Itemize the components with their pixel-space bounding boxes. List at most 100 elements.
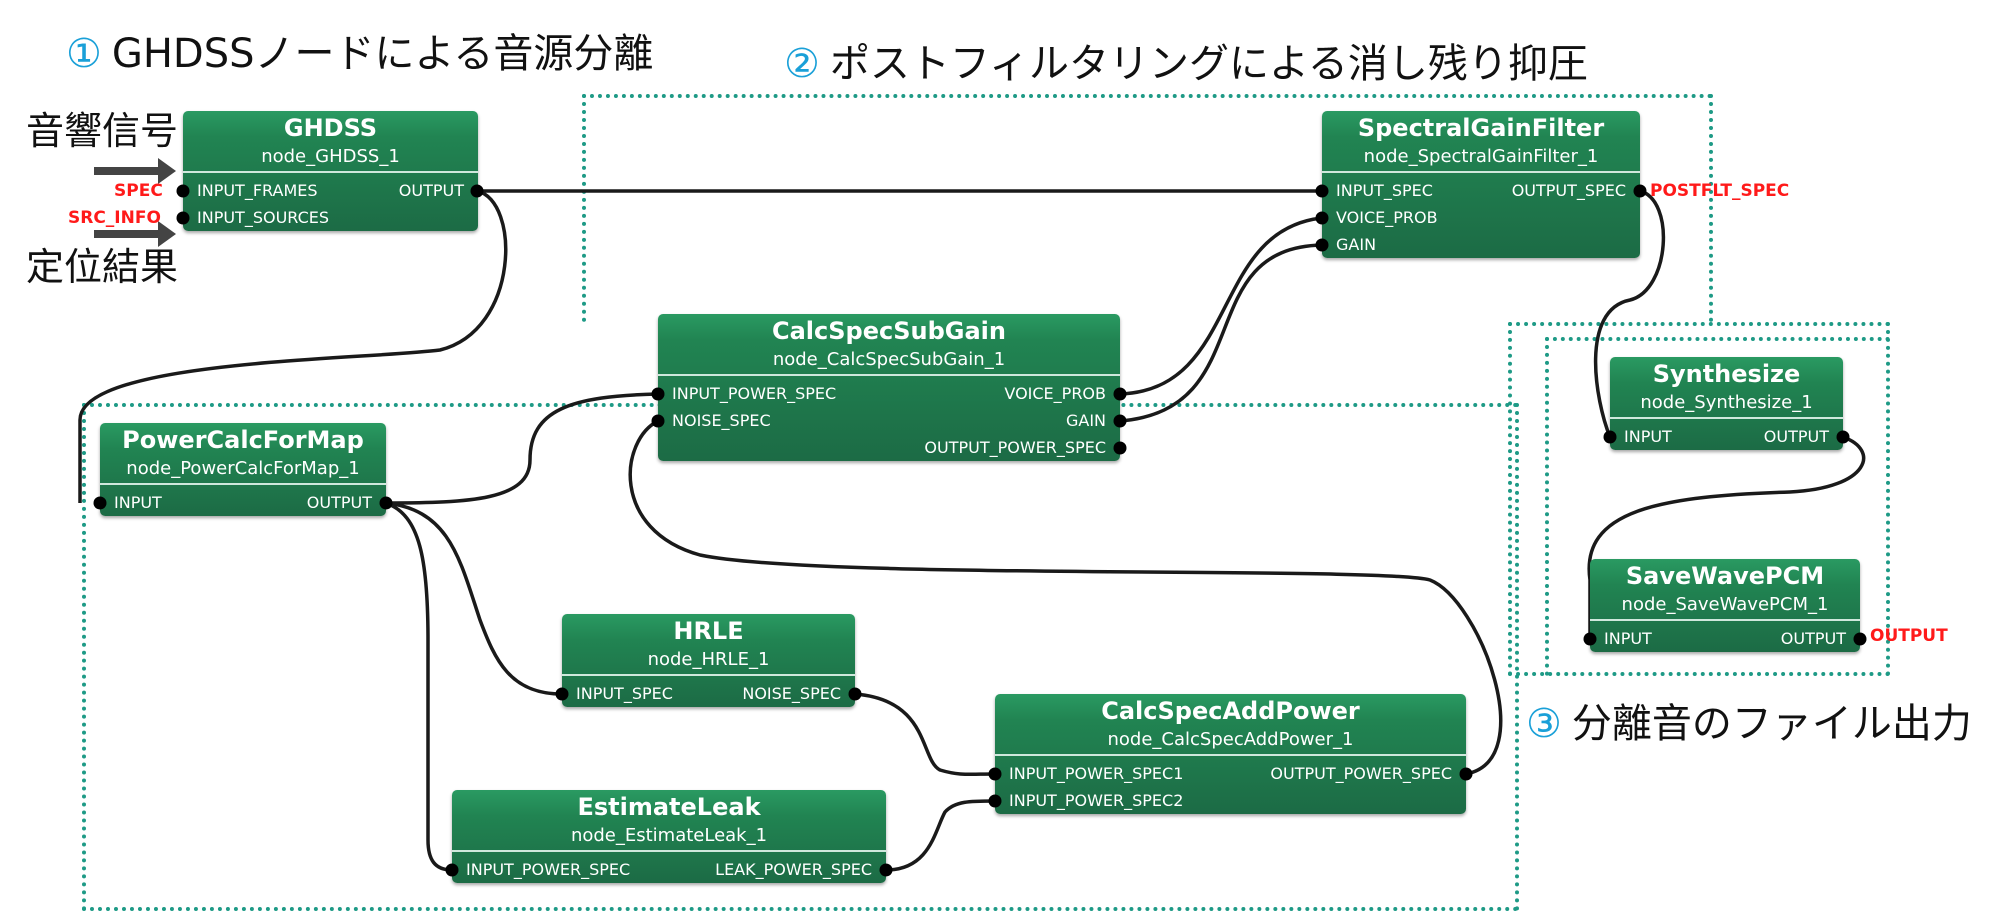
caption-number: ② bbox=[784, 41, 820, 87]
arrow-right-icon bbox=[94, 158, 176, 184]
node-calc-spec-sub-gain[interactable]: CalcSpecSubGain node_CalcSpecSubGain_1 I… bbox=[658, 314, 1120, 461]
port-gain[interactable]: GAIN bbox=[1336, 235, 1377, 254]
port-input-power-spec1[interactable]: INPUT_POWER_SPEC1 bbox=[1009, 764, 1184, 783]
port-input-sources[interactable]: INPUT_SOURCES bbox=[197, 208, 330, 227]
port-dot bbox=[1583, 632, 1597, 646]
wire-sgf-to-syn bbox=[1593, 189, 1666, 438]
port-dot bbox=[1113, 387, 1127, 401]
caption-text: ポストフィルタリングによる消し残り抑圧 bbox=[829, 41, 1588, 87]
port-input-power-spec[interactable]: INPUT_POWER_SPEC bbox=[466, 860, 631, 879]
wire-pcfm-to-el bbox=[385, 501, 453, 872]
group-file-output bbox=[1508, 322, 1890, 676]
port-input-power-spec[interactable]: INPUT_POWER_SPEC bbox=[672, 384, 837, 403]
group-postfilter bbox=[582, 94, 1713, 322]
node-title: GHDSS bbox=[283, 114, 378, 142]
port-dot bbox=[1836, 430, 1850, 444]
port-output[interactable]: OUTPUT bbox=[1780, 629, 1846, 648]
port-dot bbox=[879, 863, 893, 877]
port-input-frames[interactable]: INPUT_FRAMES bbox=[197, 181, 318, 200]
node-synthesize[interactable]: Synthesize node_Synthesize_1 INPUT OUTPU… bbox=[1610, 357, 1843, 450]
arrow-right-icon bbox=[94, 221, 176, 247]
port-dot bbox=[445, 863, 459, 877]
port-dot bbox=[555, 687, 569, 701]
port-dot bbox=[651, 414, 665, 428]
port-output[interactable]: OUTPUT bbox=[398, 181, 464, 200]
port-output-power-spec[interactable]: OUTPUT_POWER_SPEC bbox=[1270, 764, 1452, 783]
caption-text: GHDSSノードによる音源分離 bbox=[111, 31, 654, 77]
node-power-calc-for-map[interactable]: PowerCalcForMap node_PowerCalcForMap_1 I… bbox=[100, 423, 386, 516]
port-leak-power-spec[interactable]: LEAK_POWER_SPEC bbox=[715, 860, 872, 879]
node-title: Synthesize bbox=[1652, 360, 1801, 388]
group-file-output-inner bbox=[1545, 337, 1890, 676]
port-dot bbox=[176, 211, 190, 225]
port-noise-spec[interactable]: NOISE_SPEC bbox=[672, 411, 771, 430]
wire-el-to-csap bbox=[885, 799, 996, 872]
wire-cssg-gain-to-sgf bbox=[1119, 243, 1323, 423]
node-id: node_GHDSS_1 bbox=[183, 145, 478, 173]
node-id: node_SaveWavePCM_1 bbox=[1590, 593, 1860, 621]
port-dot bbox=[93, 496, 107, 510]
node-hrle[interactable]: HRLE node_HRLE_1 INPUT_SPEC NOISE_SPEC bbox=[562, 614, 855, 707]
external-label-spec: SPEC bbox=[114, 181, 163, 201]
port-output[interactable]: OUTPUT bbox=[306, 493, 372, 512]
port-output-spec[interactable]: OUTPUT_SPEC bbox=[1511, 181, 1626, 200]
wire-pcfm-to-hrle bbox=[385, 501, 563, 696]
node-id: node_CalcSpecAddPower_1 bbox=[995, 728, 1466, 756]
port-input-spec[interactable]: INPUT_SPEC bbox=[576, 684, 673, 703]
label-acoustic-signal: 音響信号 bbox=[26, 109, 179, 153]
wire-syn-to-swp bbox=[1587, 435, 1866, 639]
port-dot bbox=[1113, 441, 1127, 455]
port-dot bbox=[1853, 632, 1867, 646]
port-dot bbox=[848, 687, 862, 701]
wire-hrle-to-csap bbox=[854, 692, 996, 777]
port-voice-prob[interactable]: VOICE_PROB bbox=[1004, 384, 1106, 403]
port-dot bbox=[1315, 184, 1329, 198]
node-id: node_CalcSpecSubGain_1 bbox=[658, 348, 1120, 376]
node-spectral-gain-filter[interactable]: SpectralGainFilter node_SpectralGainFilt… bbox=[1322, 111, 1640, 258]
port-voice-prob[interactable]: VOICE_PROB bbox=[1336, 208, 1438, 227]
external-label-output: OUTPUT bbox=[1870, 626, 1948, 646]
node-id: node_PowerCalcForMap_1 bbox=[100, 457, 386, 485]
label-localization-result: 定位結果 bbox=[26, 245, 179, 289]
node-title: CalcSpecAddPower bbox=[1101, 697, 1360, 725]
port-dot bbox=[988, 794, 1002, 808]
port-dot bbox=[1113, 414, 1127, 428]
port-input-power-spec2[interactable]: INPUT_POWER_SPEC2 bbox=[1009, 791, 1184, 810]
port-dot bbox=[1633, 184, 1647, 198]
node-title: PowerCalcForMap bbox=[122, 426, 364, 454]
external-label-src-info: SRC_INFO bbox=[68, 208, 161, 228]
port-dot bbox=[1459, 767, 1473, 781]
port-dot bbox=[470, 184, 484, 198]
port-input[interactable]: INPUT bbox=[1604, 629, 1652, 648]
port-noise-spec[interactable]: NOISE_SPEC bbox=[742, 684, 841, 703]
port-dot bbox=[379, 496, 393, 510]
port-input-spec[interactable]: INPUT_SPEC bbox=[1336, 181, 1433, 200]
port-dot bbox=[1315, 211, 1329, 225]
port-dot bbox=[651, 387, 665, 401]
port-dot bbox=[1603, 430, 1617, 444]
port-output[interactable]: OUTPUT bbox=[1763, 427, 1829, 446]
external-label-postfilter-spec: POSTFLT_SPEC bbox=[1650, 181, 1790, 201]
node-save-wave-pcm[interactable]: SaveWavePCM node_SaveWavePCM_1 INPUT OUT… bbox=[1590, 559, 1860, 652]
port-input[interactable]: INPUT bbox=[114, 493, 162, 512]
caption-number: ③ bbox=[1526, 701, 1562, 747]
port-gain[interactable]: GAIN bbox=[1065, 411, 1106, 430]
port-dot bbox=[176, 184, 190, 198]
node-id: node_EstimateLeak_1 bbox=[452, 824, 886, 852]
node-estimate-leak[interactable]: EstimateLeak node_EstimateLeak_1 INPUT_P… bbox=[452, 790, 886, 883]
port-input[interactable]: INPUT bbox=[1624, 427, 1672, 446]
port-dot bbox=[988, 767, 1002, 781]
port-output-power-spec[interactable]: OUTPUT_POWER_SPEC bbox=[924, 438, 1106, 457]
caption-number: ① bbox=[66, 31, 102, 77]
node-ghdss[interactable]: GHDSS node_GHDSS_1 INPUT_FRAMES INPUT_SO… bbox=[183, 111, 478, 231]
wire-ghdss-to-pcfm bbox=[78, 189, 508, 503]
node-id: node_SpectralGainFilter_1 bbox=[1322, 145, 1640, 173]
node-id: node_HRLE_1 bbox=[562, 648, 855, 676]
node-calc-spec-add-power[interactable]: CalcSpecAddPower node_CalcSpecAddPower_1… bbox=[995, 694, 1466, 814]
